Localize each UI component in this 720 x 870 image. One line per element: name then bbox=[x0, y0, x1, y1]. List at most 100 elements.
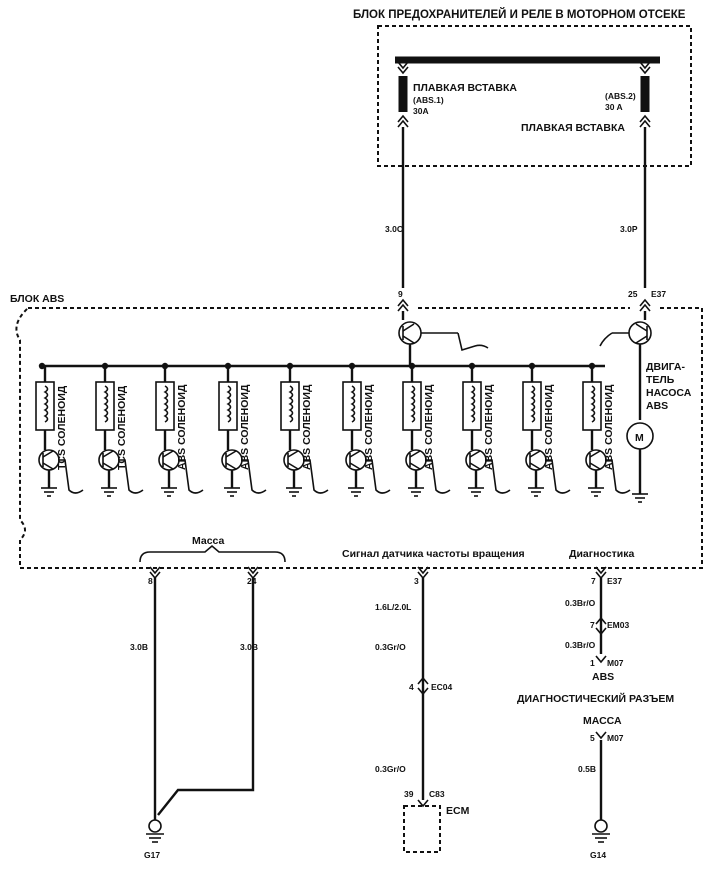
ground-g14: G14 bbox=[590, 850, 606, 860]
wire-label-3-0o: 3.0O bbox=[385, 224, 404, 234]
connector-chevron-icon bbox=[397, 298, 409, 312]
speed-wire-label-1: 1.6L/2.0L bbox=[375, 602, 411, 612]
solenoid-block: ABS СОЛЕНОИД bbox=[522, 362, 571, 497]
fuse-relay-box: БЛОК ПРЕДОХРАНИТЕЛЕЙ И РЕЛЕ В МОТОРНОМ О… bbox=[353, 8, 692, 167]
diagnostic-connector-label: ДИАГНОСТИЧЕСКИЙ РАЗЪЕМ bbox=[517, 692, 674, 705]
solenoid-label: ABS СОЛЕНОИД bbox=[483, 384, 495, 470]
speed-wire-label-2: 0.3Gr/O bbox=[375, 642, 406, 652]
fuse1-rating: 30A bbox=[413, 106, 429, 116]
solenoid-block: TCS СОЛЕНОИД bbox=[35, 362, 84, 497]
connector-chevron-icon bbox=[595, 731, 607, 740]
ground-g17: G17 bbox=[144, 850, 160, 860]
motor-label-3: НАСОСА bbox=[646, 387, 692, 399]
motor-label-1: ДВИГА- bbox=[646, 361, 685, 373]
fuse2-name: ПЛАВКАЯ ВСТАВКА bbox=[521, 122, 625, 134]
control-line bbox=[546, 459, 571, 494]
solenoid-block: ABS СОЛЕНОИД bbox=[462, 362, 511, 497]
pin-39: 39 bbox=[404, 789, 414, 799]
mass-bracket bbox=[139, 544, 286, 563]
pin-9: 9 bbox=[398, 289, 403, 299]
control-line bbox=[486, 459, 511, 494]
control-line bbox=[119, 459, 144, 494]
connector-m07: M07 bbox=[607, 658, 624, 668]
wire-label-3-0p: 3.0P bbox=[620, 224, 638, 234]
fuse-box-outline bbox=[377, 25, 692, 167]
abs-unit-outline bbox=[15, 307, 703, 569]
control-line bbox=[304, 459, 329, 494]
solenoid-coil-icon bbox=[155, 381, 175, 431]
solenoid-label: TCS СОЛЕНОИД bbox=[116, 385, 128, 470]
solenoid-label: TCS СОЛЕНОИД bbox=[56, 385, 68, 470]
fuse-abs2: (ABS.2) 30 A ПЛАВКАЯ ВСТАВКА bbox=[521, 61, 651, 134]
ground-wire-label-b: 3.0B bbox=[240, 642, 258, 652]
solenoid-label: ABS СОЛЕНОИД bbox=[363, 384, 375, 470]
abs-text: ABS bbox=[592, 671, 614, 683]
control-line bbox=[179, 459, 204, 494]
connector-c83: C83 bbox=[429, 789, 445, 799]
diag-wire-label-2: 0.3Br/O bbox=[565, 640, 596, 650]
pin-25: 25 bbox=[628, 289, 638, 299]
mass-label: Масса bbox=[192, 535, 225, 547]
fuse1-id: (ABS.1) bbox=[413, 95, 444, 105]
motor-label-2: ТЕЛЬ bbox=[646, 374, 675, 386]
pin-1: 1 bbox=[590, 658, 595, 668]
solenoid-block: ABS СОЛЕНОИД bbox=[280, 362, 329, 497]
solenoid-coil-icon bbox=[35, 381, 55, 431]
ground-circuit: Масса 8 24 3.0B 3.0B G17 bbox=[130, 535, 286, 860]
control-line bbox=[366, 459, 391, 494]
solenoid-coil-icon bbox=[280, 381, 300, 431]
solenoid-block: ABS СОЛЕНОИД bbox=[402, 362, 451, 497]
solenoid-coil-icon bbox=[95, 381, 115, 431]
pin-4: 4 bbox=[409, 682, 414, 692]
abs-unit: БЛОК ABS TCS СОЛЕНОИД TCS СОЛЕНОИД ABS СОЛ… bbox=[10, 293, 703, 569]
ground-g17-icon bbox=[146, 819, 164, 843]
speed-signal-circuit: Сигнал датчика частоты вращения 3 1.6L/2… bbox=[342, 548, 525, 853]
connector-chevron-icon bbox=[639, 298, 651, 312]
control-line bbox=[606, 459, 631, 494]
control-line bbox=[426, 459, 451, 494]
solenoid-label: ABS СОЛЕНОИД bbox=[543, 384, 555, 470]
solenoid-block: ABS СОЛЕНОИД bbox=[582, 362, 631, 497]
connector-m07-b: M07 bbox=[607, 733, 624, 743]
diagnostic-circuit: Диагностика 7 E37 0.3Br/O 7 EM03 0.3Br/O… bbox=[517, 548, 674, 860]
connector-ec04: EC04 bbox=[431, 682, 453, 692]
pin-8: 8 bbox=[148, 576, 153, 586]
solenoid-block: TCS СОЛЕНОИД bbox=[95, 362, 144, 497]
connector-chevron-icon bbox=[639, 114, 651, 128]
fuse2-id: (ABS.2) bbox=[605, 91, 636, 101]
connector-e37-diag: E37 bbox=[607, 576, 622, 586]
solenoid-coil-icon bbox=[522, 381, 542, 431]
pin-7: 7 bbox=[591, 576, 596, 586]
speed-wire-label-3: 0.3Gr/O bbox=[375, 764, 406, 774]
diag-wire-label-1: 0.3Br/O bbox=[565, 598, 596, 608]
connector-chevron-icon bbox=[639, 61, 651, 75]
abs-unit-title: БЛОК ABS bbox=[10, 293, 64, 305]
solenoid-coil-icon bbox=[342, 381, 362, 431]
solenoid-label: ABS СОЛЕНОИД bbox=[423, 384, 435, 470]
ground-wire-b bbox=[157, 578, 255, 816]
fuse2-rating: 30 A bbox=[605, 102, 623, 112]
speed-signal-label: Сигнал датчика частоты вращения bbox=[342, 548, 525, 560]
motor-symbol: M bbox=[635, 432, 644, 444]
ground-g14-icon bbox=[592, 819, 610, 843]
diagnostic-label: Диагностика bbox=[569, 548, 634, 560]
connector-e37: E37 bbox=[651, 289, 666, 299]
connector-chevron-icon bbox=[417, 799, 429, 808]
solenoid-label: ABS СОЛЕНОИД bbox=[239, 384, 251, 470]
connector-chevron-icon bbox=[417, 676, 429, 696]
connector-em03: EM03 bbox=[607, 620, 629, 630]
ecm-label: ECM bbox=[446, 805, 470, 817]
fuse1-name: ПЛАВКАЯ ВСТАВКА bbox=[413, 82, 517, 94]
connector-chevron-icon bbox=[397, 114, 409, 128]
connector-chevron-icon bbox=[595, 655, 607, 664]
control-line bbox=[59, 459, 84, 494]
solenoid-label: ABS СОЛЕНОИД bbox=[603, 384, 615, 470]
solenoid-coil-icon bbox=[402, 381, 422, 431]
pin-5: 5 bbox=[590, 733, 595, 743]
motor-label-4: ABS bbox=[646, 400, 668, 412]
control-line bbox=[242, 459, 267, 494]
ground-wire-label-g14: 0.5B bbox=[578, 764, 596, 774]
solenoid-coil-icon bbox=[582, 381, 602, 431]
junction-dot bbox=[38, 362, 46, 370]
